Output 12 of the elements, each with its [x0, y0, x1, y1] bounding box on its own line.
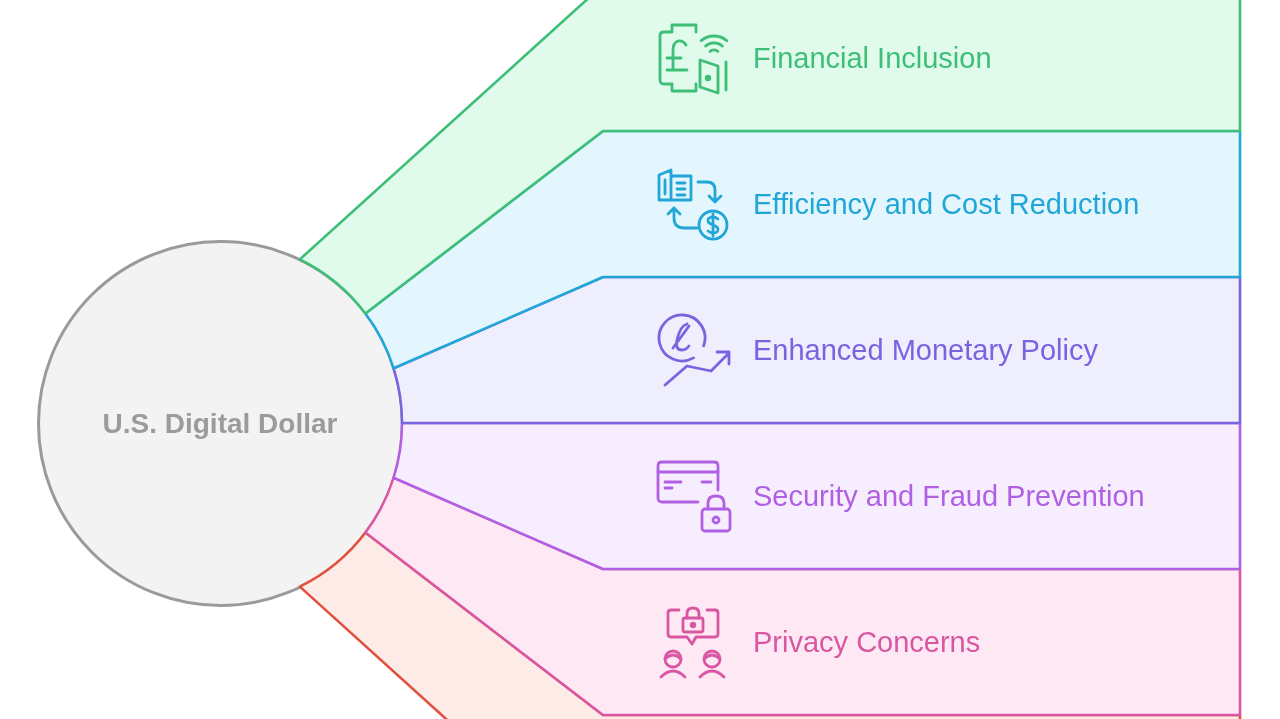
band: [297, 530, 1242, 719]
band-label: Privacy Concerns: [753, 625, 981, 659]
band: [363, 129, 1242, 371]
band-label: Security and Fraud Prevention: [753, 479, 1145, 513]
band: [391, 421, 1242, 571]
band: [391, 275, 1242, 425]
band-label: Efficiency and Cost Reduction: [753, 187, 1140, 221]
band-label: Financial Inclusion: [753, 41, 992, 75]
band: [363, 475, 1242, 717]
band: [297, 0, 1242, 316]
band-label: Enhanced Monetary Policy: [753, 333, 1098, 367]
circle-label: U.S. Digital Dollar: [102, 406, 338, 440]
